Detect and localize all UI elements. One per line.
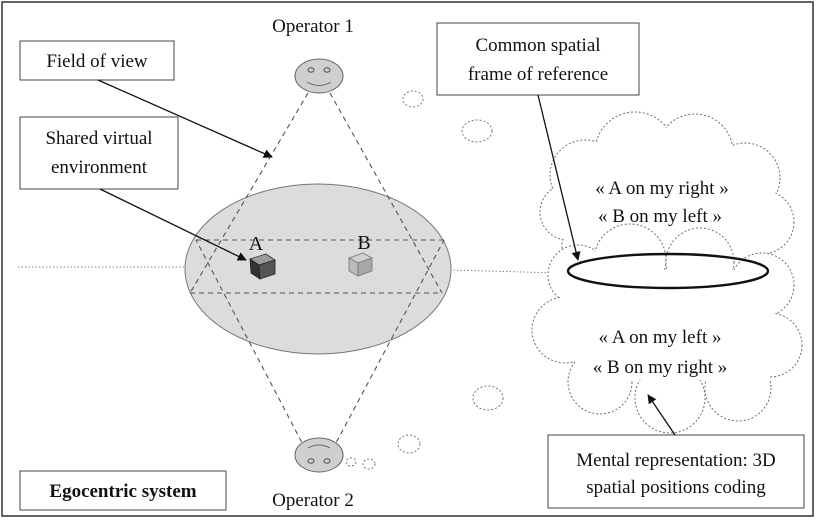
upper-cloud-line1: « A on my right »	[595, 178, 729, 199]
axis-line-right	[449, 269, 561, 274]
field-of-view-arrow	[97, 79, 273, 158]
shared-environment-label-line1: Shared virtual	[45, 128, 152, 149]
mental-representation-box	[547, 434, 805, 509]
lower-cloud-fill	[533, 225, 801, 432]
shared-environment-arrow	[99, 188, 247, 261]
object-b-label: B	[357, 232, 370, 254]
common-frame-arrow	[537, 94, 581, 261]
operator-1-head-icon	[294, 58, 344, 94]
upper-cloud-line2: « B on my left »	[598, 206, 722, 227]
lower-cloud-line2: « B on my right »	[593, 357, 728, 378]
mental-representation-label-line2: spatial positions coding	[586, 477, 766, 498]
common-frame-ellipse	[566, 252, 770, 290]
field-of-view-box	[19, 40, 175, 81]
shared-environment-ellipse	[184, 183, 452, 355]
operator-1-label: Operator 1	[272, 16, 354, 37]
operator-2-head-icon	[294, 437, 344, 473]
lower-cloud-line1: « A on my left »	[599, 327, 722, 348]
object-b-cube-icon	[348, 252, 373, 277]
thought-bubbles	[345, 90, 504, 470]
common-frame-label-line2: frame of reference	[468, 64, 608, 85]
field-of-view-label: Field of view	[46, 51, 148, 72]
shared-environment-box	[19, 116, 179, 190]
shared-environment-label-line2: environment	[51, 157, 148, 178]
object-a-label: A	[249, 233, 264, 255]
mental-representation-label-line1: Mental representation: 3D	[576, 450, 775, 471]
mental-representation-arrow	[647, 394, 676, 436]
field-of-view-lines	[189, 92, 445, 459]
egocentric-system-box	[19, 470, 227, 511]
egocentric-system-label: Egocentric system	[49, 481, 196, 502]
object-a-cube-icon	[249, 253, 276, 280]
common-frame-label-line1: Common spatial	[475, 35, 600, 56]
operator-2-label: Operator 2	[272, 490, 354, 511]
